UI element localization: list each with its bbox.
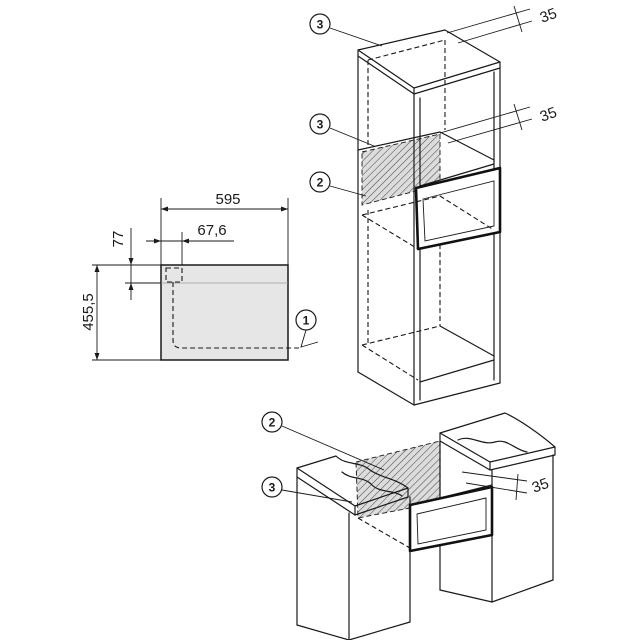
tall-bottom-shelf-front	[419, 359, 495, 383]
base-clearance-line-1	[461, 471, 528, 482]
left-cabinet-bottom	[296, 621, 411, 640]
tall-clearance-top-line-2	[457, 20, 533, 44]
tall-clearance-top-label: 35	[538, 5, 559, 27]
base-oven-door	[416, 497, 487, 545]
right-countertop-top	[439, 412, 556, 463]
callout-3-middle-label: 3	[317, 118, 324, 132]
tall-clearance-middle-line-2	[447, 118, 533, 144]
base-oven-front	[408, 485, 494, 553]
base-clearance-dimension	[515, 473, 519, 501]
tall-top-panel-thickness	[357, 55, 501, 95]
base-cabinets: 35 2 3	[261, 411, 556, 640]
callout-2-base-leader	[281, 425, 385, 471]
top-offset-arrow-lower	[128, 283, 134, 290]
offset-arrow-right	[182, 238, 189, 244]
tall-oven-door	[422, 180, 495, 242]
callout-2-shelf-label: 2	[317, 176, 324, 190]
tall-plinth-bottom	[413, 382, 501, 406]
height-arrow-bottom	[94, 353, 100, 360]
tall-clearance-top-line-1	[446, 8, 531, 34]
connection-box	[165, 267, 183, 283]
tall-lower-left-hidden	[361, 214, 419, 250]
tall-clearance-middle-label: 35	[538, 104, 559, 126]
right-countertop-cutout	[457, 437, 528, 453]
callout-1-circle	[295, 309, 317, 331]
top-offset-label: 77	[110, 231, 127, 248]
tall-clearance-middle-dimension	[513, 103, 523, 131]
right-cabinet-bottom	[439, 579, 554, 603]
tall-back-top-edge	[367, 39, 446, 61]
callout-3-top-leader	[329, 27, 383, 47]
appliance-front	[160, 264, 289, 361]
callout-1-leader	[300, 329, 319, 348]
width-arrow-right	[281, 206, 288, 212]
tall-shelf-front-edge	[419, 163, 495, 187]
tall-clearance-middle-line-1	[439, 106, 531, 134]
callout-3-middle-leader	[329, 127, 375, 147]
tall-oven-front	[414, 166, 502, 251]
tall-lower-back-hidden	[361, 195, 495, 231]
connection-cable	[172, 282, 300, 349]
tall-top-panel	[357, 29, 501, 89]
left-countertop-top	[296, 455, 409, 507]
height-label: 455,5	[80, 293, 97, 331]
callout-3-middle-circle	[309, 113, 331, 135]
tall-clearance-top-dimension	[513, 5, 523, 33]
front-view: 595 67,6 77 455,5 1	[80, 191, 319, 361]
niche-hidden-left	[357, 517, 411, 549]
callout-3-top-circle	[309, 13, 331, 35]
left-countertop-cutout	[341, 471, 403, 497]
callout-2-base-label: 2	[269, 416, 276, 430]
callout-3-base-leader	[281, 489, 353, 503]
top-offset-arrow-upper	[128, 258, 134, 265]
tall-cabinet: 35 35 3 3 2	[309, 5, 559, 406]
width-label: 595	[215, 191, 240, 208]
callout-2-base-circle	[261, 411, 283, 433]
callout-2-shelf-leader	[329, 185, 367, 197]
tall-shelf-surface	[357, 131, 495, 161]
callout-3-top-label: 3	[317, 18, 324, 32]
tall-bottom-left-edge	[357, 371, 415, 406]
callout-1-label: 1	[303, 314, 310, 328]
offset-label: 67,6	[197, 222, 226, 239]
tall-bottom-shelf-back	[361, 325, 441, 346]
callout-2-shelf-circle	[309, 171, 331, 193]
width-arrow-left	[161, 206, 168, 212]
tall-bottom-shelf-right	[439, 325, 495, 357]
callout-3-base-circle	[261, 476, 283, 498]
tall-bottom-shelf-left	[361, 344, 419, 381]
height-arrow-top	[94, 265, 100, 272]
offset-arrow-left	[154, 238, 161, 244]
callout-3-base-label: 3	[269, 481, 276, 495]
base-clearance-label: 35	[530, 475, 551, 497]
